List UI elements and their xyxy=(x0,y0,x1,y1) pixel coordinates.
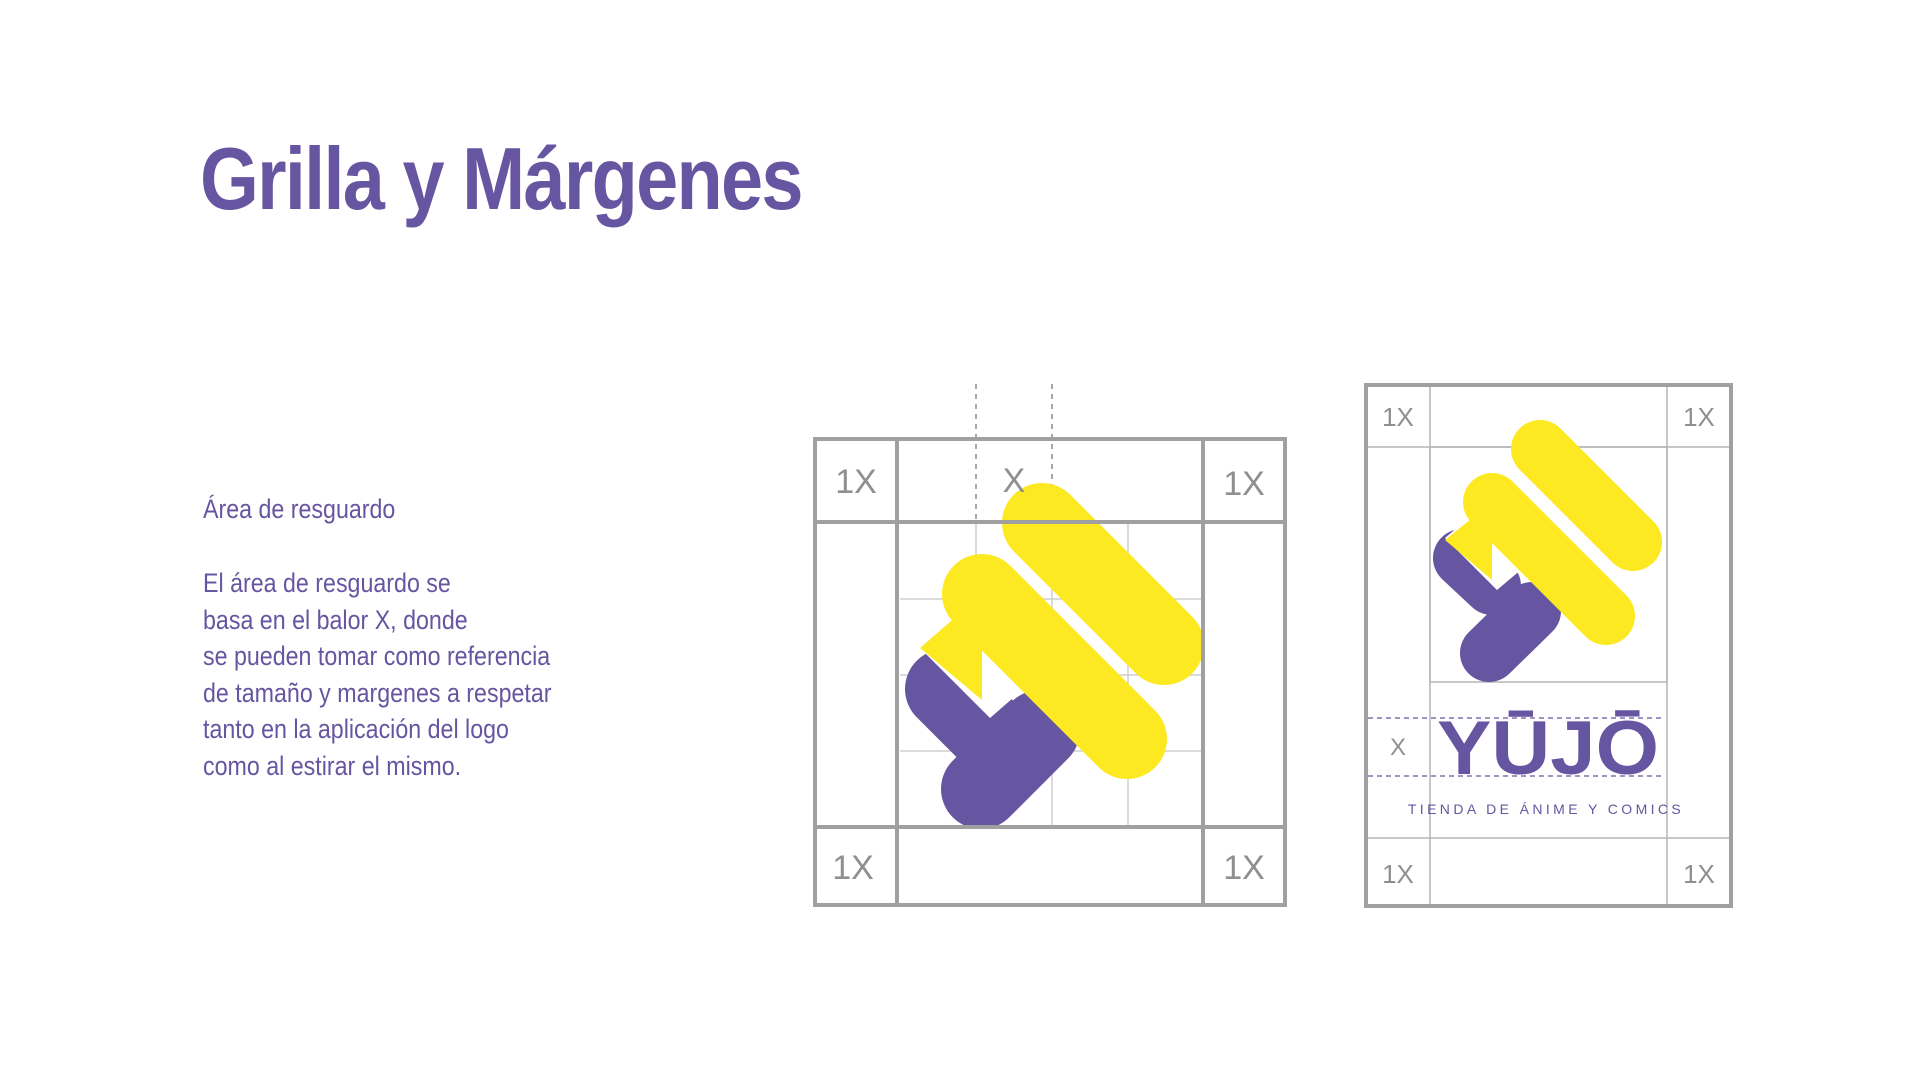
x-label: X xyxy=(1003,462,1026,500)
logo-mark-right xyxy=(1433,420,1662,682)
paragraph-line: El área de resguardo se xyxy=(203,568,451,598)
corner-label: 1X xyxy=(1382,859,1414,889)
paragraph-line: basa en el balor X, donde xyxy=(203,604,468,635)
corner-label: 1X xyxy=(835,463,877,501)
paragraph-line: tanto en la aplicación del logo xyxy=(203,714,509,744)
left-clearspace-grid: 1X X 1X 1X 1X xyxy=(813,384,1287,907)
yellow-bar-lower xyxy=(1463,473,1635,645)
corner-label: 1X xyxy=(1683,859,1715,889)
paragraph-line: se pueden tomar como referencia xyxy=(203,641,551,671)
wordmark: YŪJŌ xyxy=(1437,706,1659,791)
corner-label: 1X xyxy=(1382,402,1414,432)
section-subtitle: Área de resguardo xyxy=(203,494,396,524)
description-paragraph: El área de resguardo se basa en el balor… xyxy=(203,565,552,784)
outer-grid-lines xyxy=(813,437,1287,907)
yellow-bar-lower xyxy=(942,554,1167,779)
x-dashed-guides xyxy=(1368,717,1664,777)
page-title: Grilla y Márgenes xyxy=(200,129,803,228)
corner-label: 1X xyxy=(832,849,874,887)
yellow-bar-upper xyxy=(1002,483,1204,685)
x-label: X xyxy=(1390,734,1406,761)
corner-label: 1X xyxy=(1683,402,1715,432)
corner-label: 1X xyxy=(1223,465,1265,503)
paragraph-line: como al estirar el mismo. xyxy=(203,750,462,781)
yellow-bar-upper xyxy=(1511,420,1662,571)
corner-label: 1X xyxy=(1223,849,1265,887)
logo-mark-left xyxy=(905,483,1204,829)
outer-grid-border xyxy=(1364,383,1733,908)
paragraph-line: de tamaño y margenes a respetar xyxy=(203,677,552,708)
right-clearspace-grid: YŪJŌ TIENDA DE ÁNIME Y COMICS 1X 1X 1X 1… xyxy=(1364,383,1733,908)
tagline: TIENDA DE ÁNIME Y COMICS xyxy=(1408,801,1684,817)
